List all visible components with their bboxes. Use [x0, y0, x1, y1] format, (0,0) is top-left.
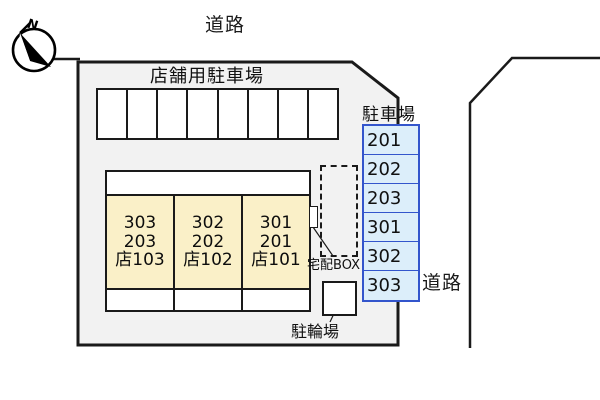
unit-floor2-label: 201: [259, 231, 293, 252]
store-stall[interactable]: [219, 90, 249, 138]
unit-floor3-label: 301: [259, 213, 293, 234]
store-stall[interactable]: [279, 90, 309, 138]
building-units-row: 303 203 店103 302 202 店102 301 201 店101: [107, 194, 309, 290]
bicycle-parking-area[interactable]: [322, 281, 357, 316]
store-stall[interactable]: [158, 90, 189, 138]
building-lower-band: [107, 290, 309, 312]
delivery-box-label: 宅配BOX: [307, 258, 360, 273]
parking-slot[interactable]: 302: [364, 242, 418, 271]
store-parking-title: 店舗用駐車場: [150, 66, 264, 87]
compass-icon: [11, 22, 57, 73]
store-stall[interactable]: [249, 90, 279, 138]
delivery-leader-line: [312, 226, 334, 257]
building-unit[interactable]: 303 203 店103: [107, 196, 175, 288]
parking-slot-list: 201 202 203 301 302 303: [362, 124, 420, 302]
road-label-right: 道路: [422, 272, 463, 294]
delivery-box-zone: [320, 165, 358, 257]
bicycle-parking-label: 駐輪場: [291, 322, 340, 341]
store-stall[interactable]: [188, 90, 219, 138]
delivery-box-unit[interactable]: [309, 206, 318, 228]
store-parking-stalls[interactable]: [96, 88, 339, 140]
road-label-top: 道路: [205, 14, 246, 36]
right-road-boundary: [468, 56, 600, 348]
building-unit[interactable]: 302 202 店102: [175, 196, 243, 288]
unit-floor2-label: 202: [191, 231, 225, 252]
parking-slot[interactable]: 203: [364, 184, 418, 213]
unit-floor3-label: 302: [191, 213, 225, 234]
store-stall[interactable]: [128, 90, 159, 138]
unit-floor1-label: 店102: [183, 250, 233, 271]
parking-slot[interactable]: 202: [364, 155, 418, 184]
unit-floor1-label: 店101: [251, 250, 301, 271]
unit-floor3-label: 303: [123, 213, 157, 234]
store-stall[interactable]: [309, 90, 337, 138]
building-lower-seg: [243, 290, 309, 312]
building-lower-seg: [175, 290, 243, 312]
building-lower-seg: [107, 290, 175, 312]
parking-slot[interactable]: 201: [364, 126, 418, 155]
building-unit[interactable]: 301 201 店101: [243, 196, 309, 288]
parking-slot[interactable]: 303: [367, 275, 402, 296]
unit-floor2-label: 203: [123, 231, 157, 252]
parking-slot[interactable]: 301: [364, 213, 418, 242]
parking-lot-title: 駐車場: [362, 105, 416, 125]
building-block: 303 203 店103 302 202 店102 301 201 店101: [105, 170, 311, 312]
store-stall[interactable]: [98, 90, 129, 138]
compass-rose: N: [4, 17, 64, 78]
unit-floor1-label: 店103: [115, 250, 165, 271]
